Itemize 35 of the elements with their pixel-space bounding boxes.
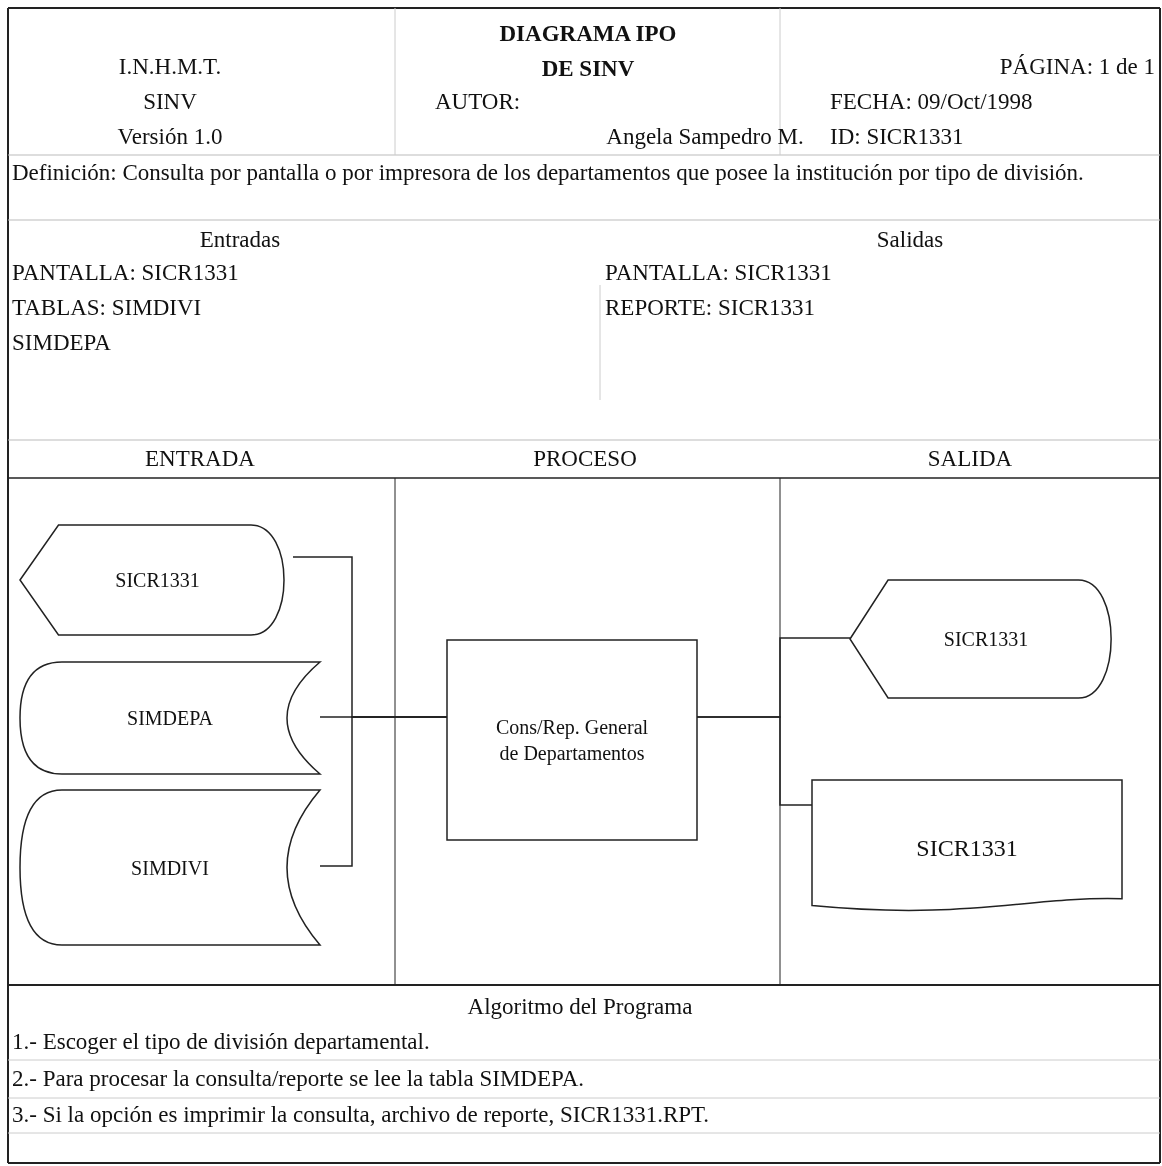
section-heading: Entradas xyxy=(198,226,282,254)
definition-text: Definición: Consulta por pantalla o por impresora de los departamentos que posee la institución por tipo de división. xyxy=(12,159,1085,187)
node-text: SIMDEPA xyxy=(127,706,213,731)
input-item: PANTALLA: SICR1331 xyxy=(12,259,239,287)
algorithm-step: 3.- Si la opción es imprimir la consulta, archivo de reporte, SICR1331.RPT. xyxy=(12,1100,710,1130)
diagram-title: DIAGRAMA IPO DE SINV xyxy=(498,20,678,83)
author-label: AUTOR: xyxy=(435,88,521,116)
page-label: PÁGINA: 1 de 1 xyxy=(999,53,1155,81)
column-heading: SALIDA xyxy=(926,445,1014,473)
system-label: SINV xyxy=(142,88,198,116)
author-name: Angela Sampedro M. xyxy=(605,123,805,151)
stored-data-symbol xyxy=(20,790,320,945)
connector-line xyxy=(696,716,813,806)
node-text: SICR1331 xyxy=(916,834,1018,861)
section-heading: Salidas xyxy=(875,226,945,254)
institute-label: I.N.H.M.T. xyxy=(117,53,223,81)
column-heading: ENTRADA xyxy=(144,445,256,473)
output-item: PANTALLA: SICR1331 xyxy=(605,259,832,287)
connector-line xyxy=(319,716,448,867)
input-item: SIMDEPA xyxy=(12,329,111,357)
node-text: SICR1331 xyxy=(115,568,200,593)
algorithm-step: 2.- Para procesar la consulta/reporte se lee la tabla SIMDEPA. xyxy=(12,1064,585,1094)
output-item: REPORTE: SICR1331 xyxy=(605,294,816,322)
process-box xyxy=(447,640,697,840)
date-label: FECHA: 09/Oct/1998 xyxy=(830,88,1033,116)
algorithm-step: 1.- Escoger el tipo de división departamental. xyxy=(12,1027,430,1057)
stored-data-symbol xyxy=(20,662,320,774)
id-label: ID: SICR1331 xyxy=(830,123,964,151)
section-heading: Algoritmo del Programa xyxy=(466,993,694,1021)
node-text: SIMDIVI xyxy=(131,855,209,881)
column-heading: PROCESO xyxy=(532,445,638,473)
input-item: TABLAS: SIMDIVI xyxy=(12,294,202,322)
node-text: SICR1331 xyxy=(943,627,1029,652)
node-text: Cons/Rep. General de Departamentos xyxy=(494,715,650,766)
version-label: Versión 1.0 xyxy=(116,123,224,151)
